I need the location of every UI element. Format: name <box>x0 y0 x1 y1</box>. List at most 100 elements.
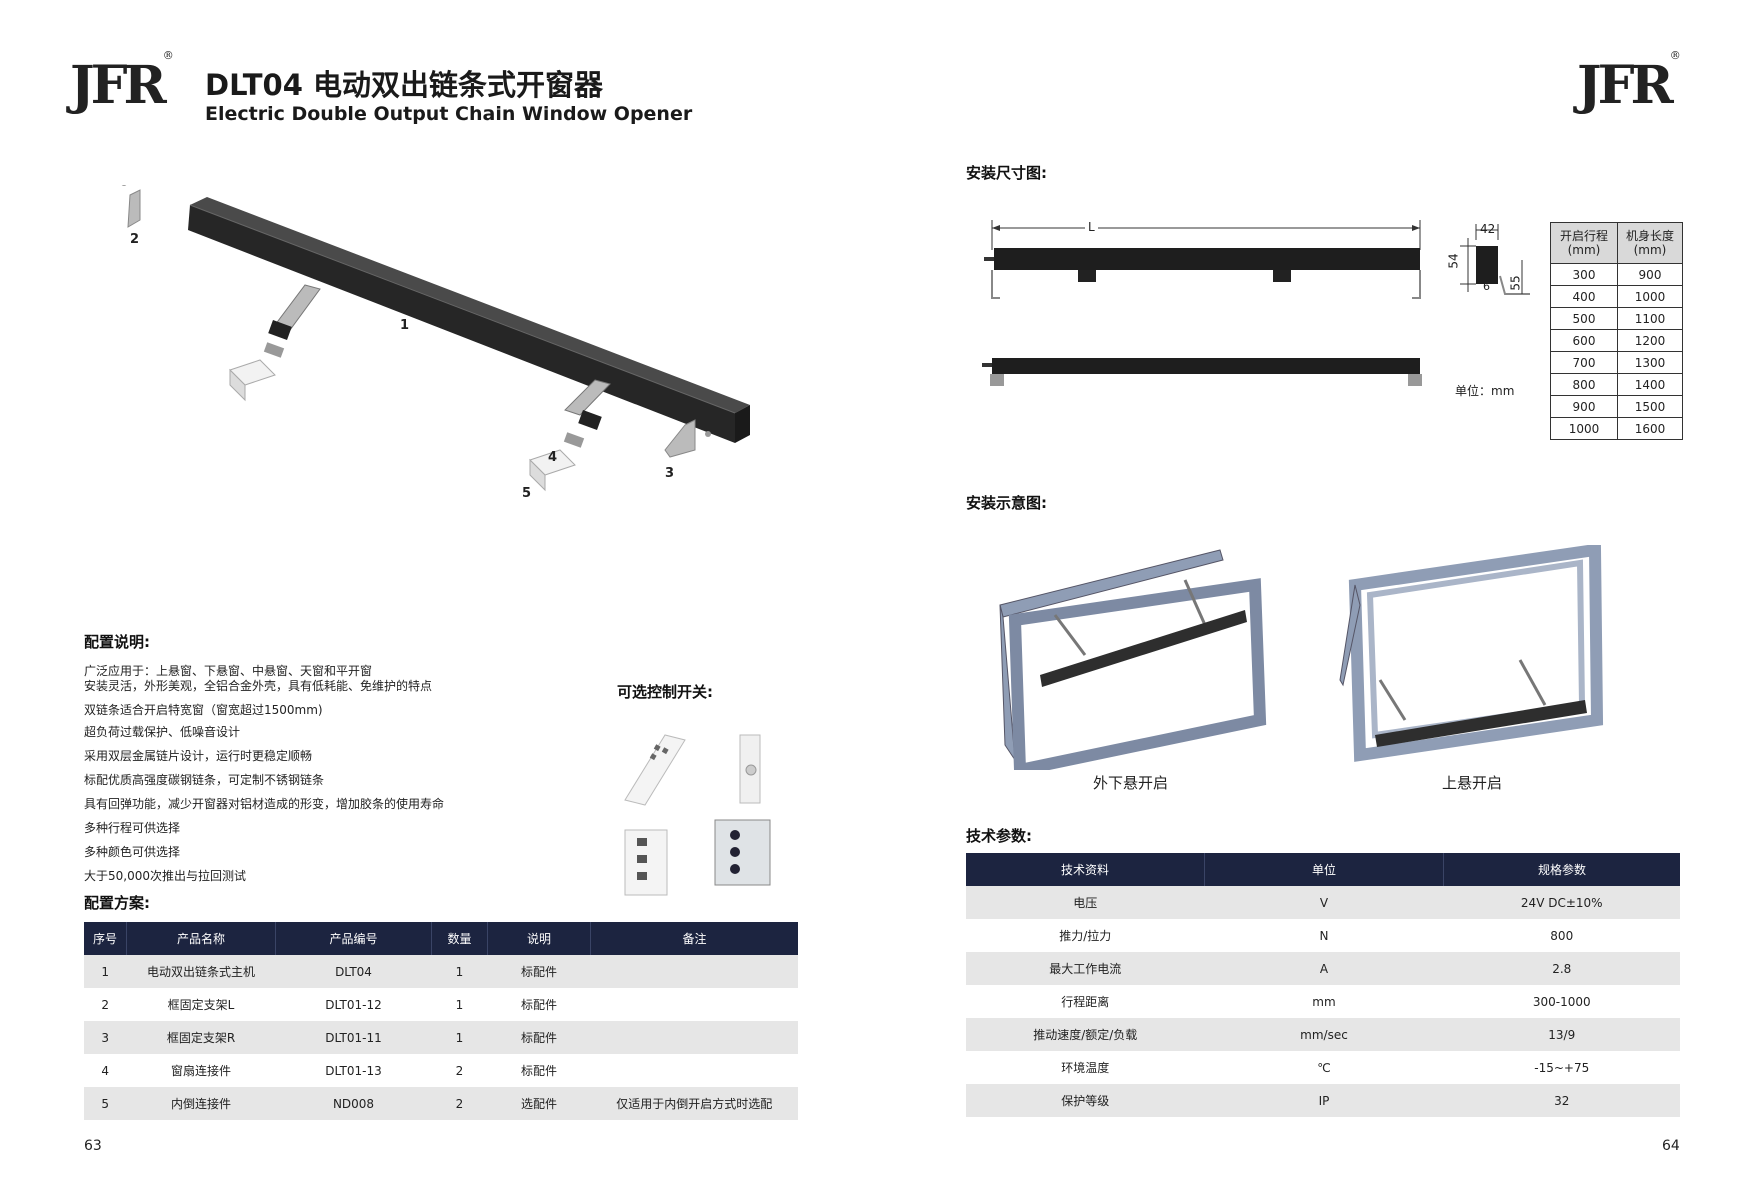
install-dim-heading: 安装尺寸图: <box>966 164 1047 182</box>
table-cell: 2 <box>101 997 110 1012</box>
table-cell <box>590 1021 798 1054</box>
table-row: 4 窗扇连接件 DLT01-13 2 标配件 <box>84 1054 798 1087</box>
dim-42-label: 42 <box>1480 222 1496 236</box>
callout-2: 2 <box>130 232 140 247</box>
col-header: 说明 <box>487 922 591 955</box>
col-header: 序号 <box>84 922 127 955</box>
table-cell: V <box>1204 886 1444 919</box>
table-cell: 700 <box>1550 351 1618 374</box>
install-dimension-drawing <box>982 220 1530 386</box>
col-header: 机身长度 (mm) <box>1617 222 1683 264</box>
actuator-end-cap <box>735 405 750 443</box>
table-cell: ND008 <box>275 1087 432 1120</box>
table-cell: 4 <box>101 1063 110 1078</box>
col-header: 数量 <box>431 922 488 955</box>
table-cell: 1200 <box>1617 329 1683 352</box>
table-cell: 1 <box>455 997 464 1012</box>
table-cell: -15~+75 <box>1534 1060 1590 1075</box>
bottom-hung-window-illustration <box>999 549 1267 770</box>
table-row: 环境温度℃-15~+75 <box>966 1051 1680 1084</box>
table-cell: 2 <box>455 1063 464 1078</box>
table-header-row: 开启行程 (mm) 机身长度 (mm) <box>1550 222 1683 264</box>
table-cell: 1400 <box>1617 373 1683 396</box>
table-cell: 框固定支架L <box>167 998 235 1012</box>
brand-logo-right: JFR® <box>1577 49 1681 116</box>
table-cell: 标配件 <box>487 1021 591 1054</box>
table-cell: 2 <box>431 1087 488 1120</box>
table-cell <box>590 955 798 988</box>
table-cell: 2.8 <box>1443 952 1680 985</box>
config-desc-line: 多种行程可供选择 <box>84 821 181 835</box>
config-desc-line: 安装灵活，外形美观，全铝合金外壳，具有低耗能、免维护的特点 <box>84 679 433 693</box>
table-cell: 行程距离 <box>1061 995 1110 1009</box>
remote-control-image <box>624 734 686 806</box>
product-exploded-illustration <box>121 185 750 492</box>
table-cell: ℃ <box>1317 1060 1331 1075</box>
table-header-row: 技术资料 单位 规格参数 <box>966 853 1680 886</box>
bracket-right <box>664 419 696 458</box>
actuator-body-top <box>190 197 750 413</box>
table-cell: 24V DC±10% <box>1443 886 1680 919</box>
actuator-end-view <box>1476 246 1498 284</box>
table-cell: 400 <box>1550 285 1618 308</box>
table-cell: DLT04 <box>275 955 432 988</box>
table-cell: 1100 <box>1617 307 1683 330</box>
table-cell: 13/9 <box>1443 1018 1680 1051</box>
wall-push-switch-image <box>739 734 761 804</box>
table-cell: mm <box>1312 994 1336 1009</box>
page-number-left: 63 <box>84 1138 102 1154</box>
table-cell: 900 <box>1617 263 1683 286</box>
table-cell: 1300 <box>1617 351 1683 374</box>
table-cell: 300 <box>1550 263 1618 286</box>
table-cell: 300-1000 <box>1532 994 1591 1009</box>
chain-right <box>564 379 611 416</box>
chain-connector-right <box>578 410 602 430</box>
table-cell: 1000 <box>1550 417 1618 440</box>
callout-1: 1 <box>400 318 410 333</box>
caption-bottom-hung: 外下悬开启 <box>1093 774 1169 792</box>
config-plan-heading: 配置方案: <box>84 894 150 912</box>
col-header: 规格参数 <box>1443 853 1680 886</box>
table-cell: 32 <box>1443 1084 1680 1117</box>
table-row: 5 内倒连接件 ND008 2 选配件 仅适用于内倒开启方式时选配 <box>84 1087 798 1120</box>
table-cell: 800 <box>1550 373 1618 396</box>
table-row: 行程距离 mm 300-1000 <box>966 985 1680 1018</box>
dim-6-label: 6 <box>1483 280 1490 293</box>
config-plan-table: 序号 产品名称 产品编号 数量 说明 备注 1 电动双出链条式主机 DLT04 … <box>84 922 798 1120</box>
table-cell: 1500 <box>1617 395 1683 418</box>
chain-connector-left <box>268 320 292 340</box>
table-cell: 电动双出链条式主机 <box>126 955 276 988</box>
table-cell: 仅适用于内倒开启方式时选配 <box>590 1087 798 1120</box>
table-cell: 窗扇连接件 <box>170 1064 231 1078</box>
wall-panel-switch-image <box>624 829 668 896</box>
config-desc-line: 采用双层金属链片设计，运行时更稳定顺畅 <box>84 749 313 763</box>
page-number-right: 64 <box>1662 1138 1680 1154</box>
page-title-zh: DLT04 电动双出链条式开窗器 <box>205 68 603 102</box>
optional-switch-heading: 可选控制开关: <box>617 683 713 701</box>
table-row: 1 电动双出链条式主机 DLT04 1 标配件 <box>84 955 798 988</box>
bracket-left <box>127 189 141 228</box>
top-hung-window-illustration <box>1339 545 1604 762</box>
table-cell: DLT01-12 <box>325 997 382 1012</box>
table-cell: 600 <box>1550 329 1618 352</box>
config-desc-heading: 配置说明: <box>84 633 150 651</box>
table-cell: 内倒连接件 <box>126 1087 276 1120</box>
brand-logo-left: JFR® <box>70 49 174 116</box>
table-cell: 900 <box>1550 395 1618 418</box>
config-desc-line: 具有回弹功能，减少开窗器对铝材造成的形变，增加胶条的使用寿命 <box>84 797 445 811</box>
callout-4: 4 <box>548 450 558 465</box>
table-cell: 选配件 <box>487 1087 591 1120</box>
actuator-on-window <box>1040 610 1247 687</box>
col-header: 备注 <box>590 922 798 955</box>
